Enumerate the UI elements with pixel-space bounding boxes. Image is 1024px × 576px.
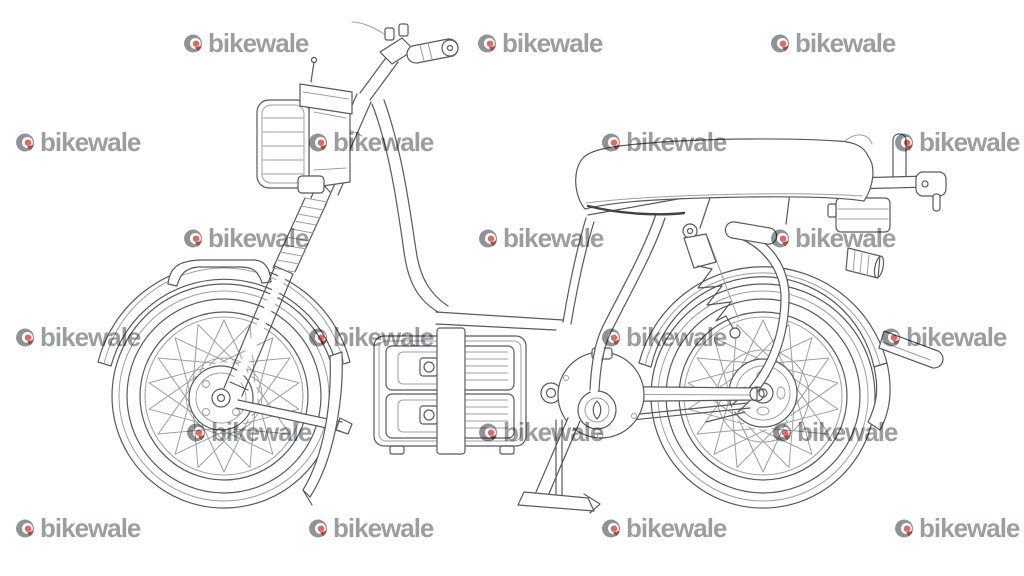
headlamp-lens <box>256 99 310 189</box>
fender-top-brace <box>167 259 272 287</box>
rear-shock <box>682 223 741 339</box>
taillight-cylinder <box>845 247 885 279</box>
rear-mudflap <box>878 330 944 369</box>
fork-bellows <box>272 197 328 273</box>
center-stand <box>517 416 601 514</box>
battery-pack <box>373 327 527 455</box>
instrument-cluster <box>299 83 353 115</box>
throttle-grip <box>406 38 459 64</box>
seat-underline <box>586 204 686 216</box>
coil-spring <box>697 265 735 331</box>
seat <box>575 134 874 216</box>
fender-tail <box>302 351 343 498</box>
saree-guard <box>724 221 790 413</box>
fork-slider <box>223 265 294 397</box>
frame <box>371 98 696 394</box>
controller-box <box>835 197 891 233</box>
headlamp-assembly <box>256 56 353 196</box>
handlebar <box>351 21 459 101</box>
brake-lever <box>351 21 385 35</box>
battery-strap <box>436 327 466 455</box>
front-brake-torque-rod <box>234 399 353 435</box>
